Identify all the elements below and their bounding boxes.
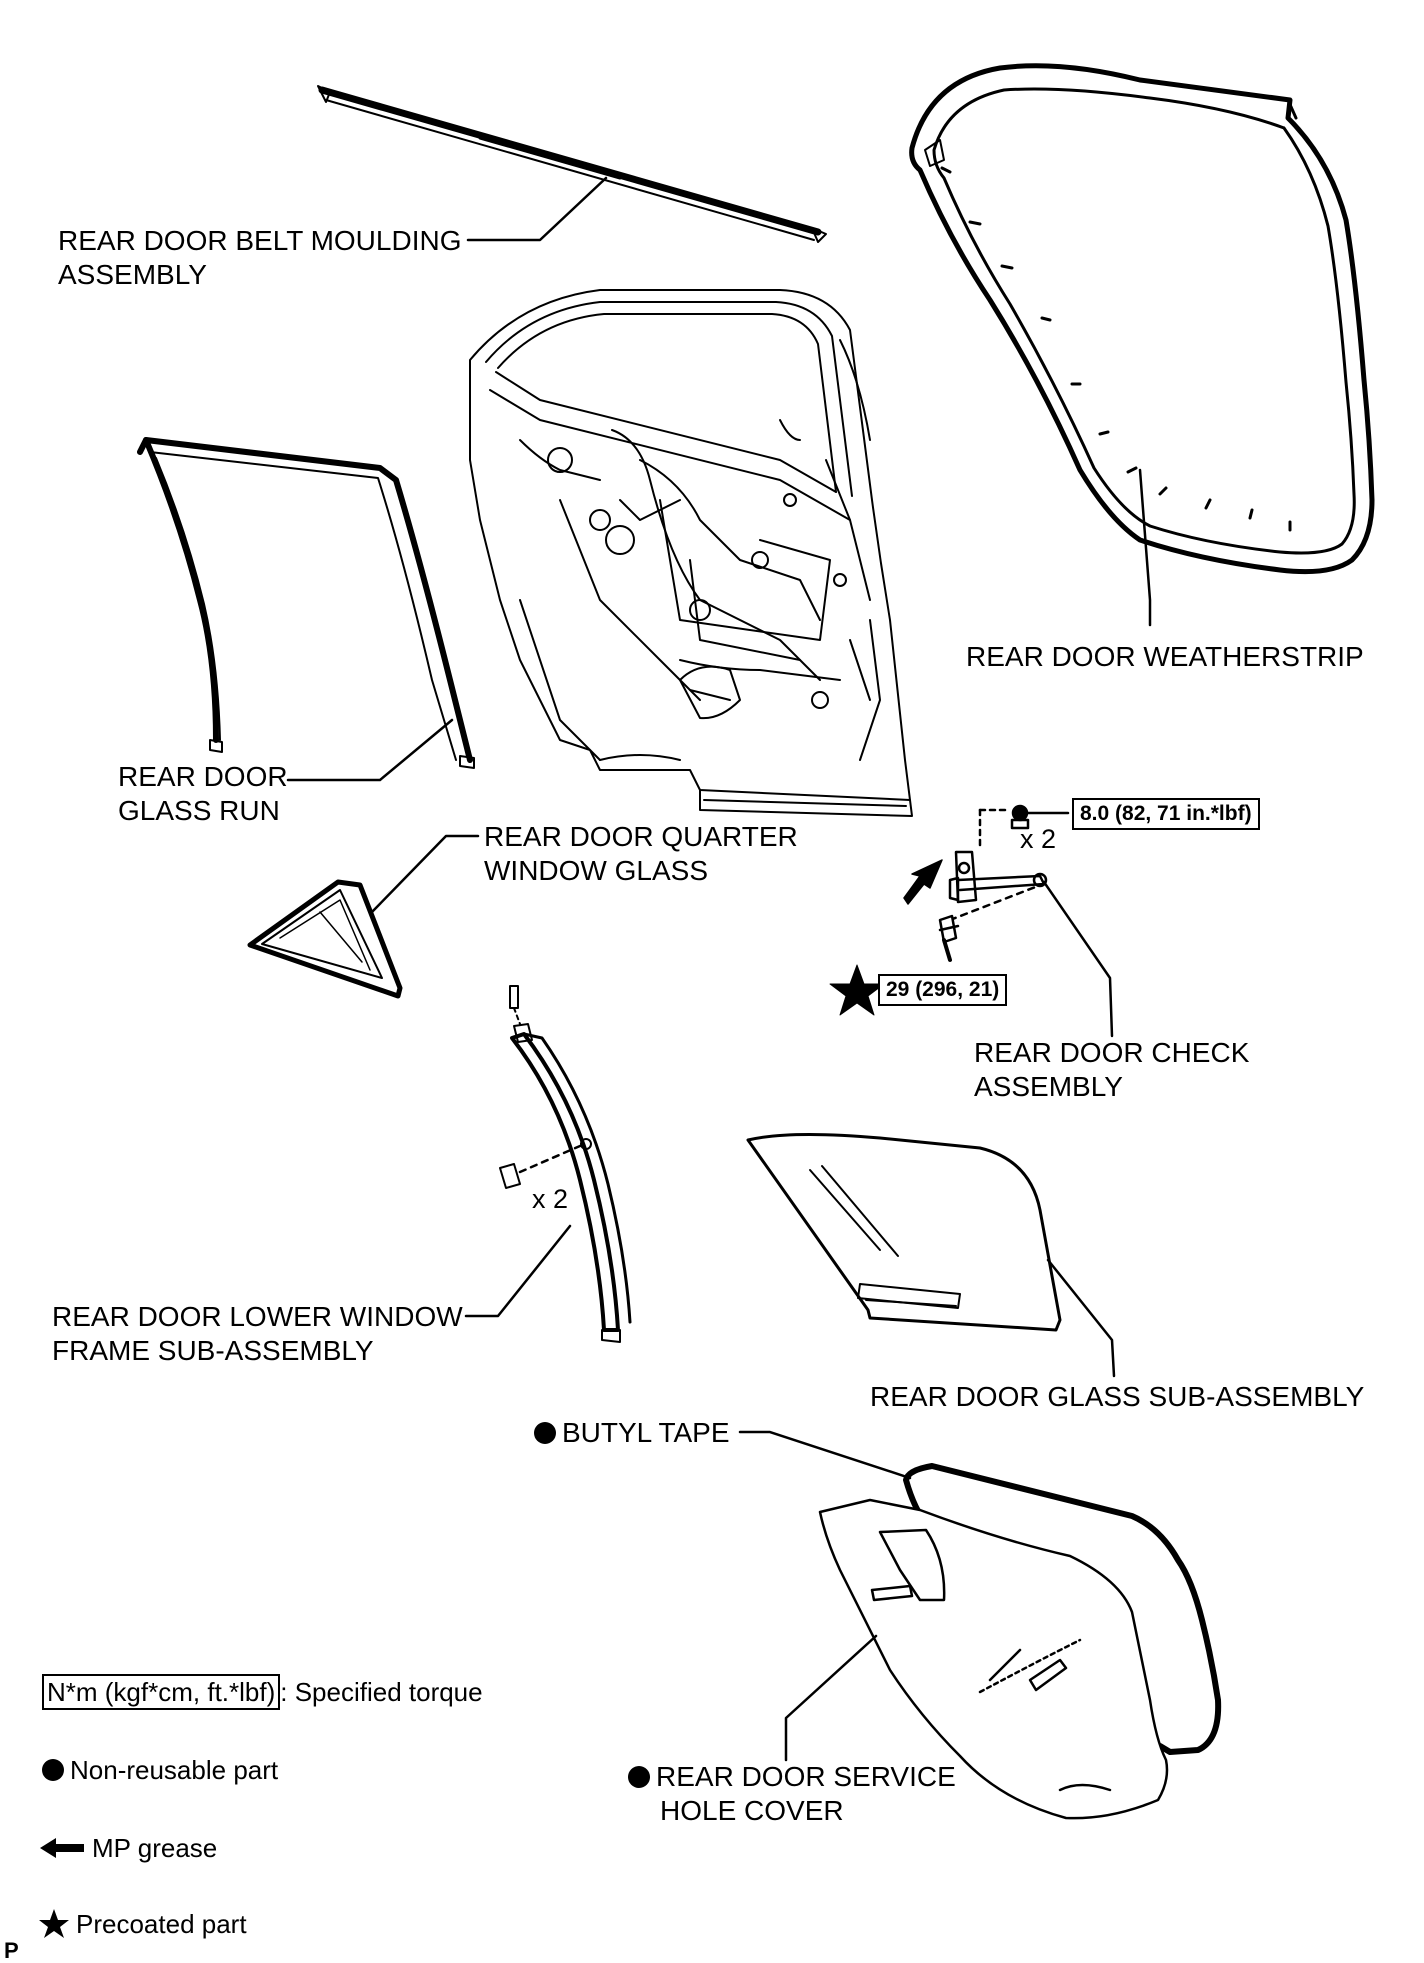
belt-moulding-drawing (317, 85, 827, 243)
torque-check-bolt: 29 (296, 21) (878, 974, 1008, 1006)
lower-frame-drawing (499, 985, 632, 1343)
legend-non-reusable: Non-reusable part (42, 1754, 278, 1786)
butyl-tape-label: BUTYL TAPE (534, 1416, 730, 1450)
lower-frame-label: REAR DOOR LOWER WINDOW FRAME SUB-ASSEMBL… (52, 1301, 463, 1366)
weatherstrip-leader (1138, 468, 1152, 627)
weatherstrip-drawing (909, 63, 1375, 575)
belt-moulding-label: REAR DOOR BELT MOULDING ASSEMBLY (58, 225, 462, 290)
door-check-label: REAR DOOR CHECK ASSEMBLY (974, 1037, 1250, 1102)
legend-torque-desc: : Specified torque (280, 1677, 483, 1707)
precoated-star-icon (39, 1909, 69, 1938)
glass-sub-label: REAR DOOR GLASS SUB-ASSEMBLY (870, 1381, 1365, 1412)
legend-mp-grease: MP grease (38, 1832, 217, 1864)
door-check-leader (1042, 880, 1114, 1038)
quarter-glass-leader (370, 834, 480, 914)
mp-grease-arrow-icon (40, 1838, 84, 1858)
weatherstrip-label: REAR DOOR WEATHERSTRIP (966, 641, 1364, 672)
glass-run-drawing (137, 437, 475, 769)
glass-sub-drawing (746, 1132, 1062, 1332)
non-reusable-dot-icon (628, 1766, 650, 1788)
glass-sub-leader (1046, 1258, 1116, 1378)
qty-frame-bolt: x 2 (532, 1184, 569, 1214)
non-reusable-dot-icon (534, 1422, 556, 1444)
precoated-star-marker (829, 964, 885, 1016)
service-cover-label: REAR DOOR SERVICE HOLE COVER (628, 1760, 956, 1828)
qty-check-nut: x 2 (1020, 824, 1057, 854)
door-panel-drawing (469, 289, 913, 817)
service-cover-leader (784, 1634, 878, 1762)
torque-check-nut: 8.0 (82, 71 in.*lbf) (1072, 798, 1260, 830)
service-cover-drawing (818, 1498, 1169, 1820)
non-reusable-dot-icon (42, 1759, 64, 1781)
grease-arrow (903, 859, 943, 905)
lower-frame-leader (464, 1224, 572, 1318)
legend-precoated: Precoated part (38, 1908, 247, 1940)
glass-run-label: REAR DOOR GLASS RUN (118, 761, 288, 826)
legend-torque: N*m (kgf*cm, ft.*lbf) : Specified torque (42, 1674, 483, 1710)
corner-mark: P (4, 1938, 19, 1963)
butyl-tape-leader (738, 1430, 912, 1480)
quarter-glass-drawing (247, 879, 403, 999)
legend-torque-box: N*m (kgf*cm, ft.*lbf) (42, 1674, 281, 1710)
belt-moulding-leader (466, 176, 608, 242)
glass-run-leader (286, 718, 454, 782)
quarter-glass-label: REAR DOOR QUARTER WINDOW GLASS (484, 821, 798, 886)
